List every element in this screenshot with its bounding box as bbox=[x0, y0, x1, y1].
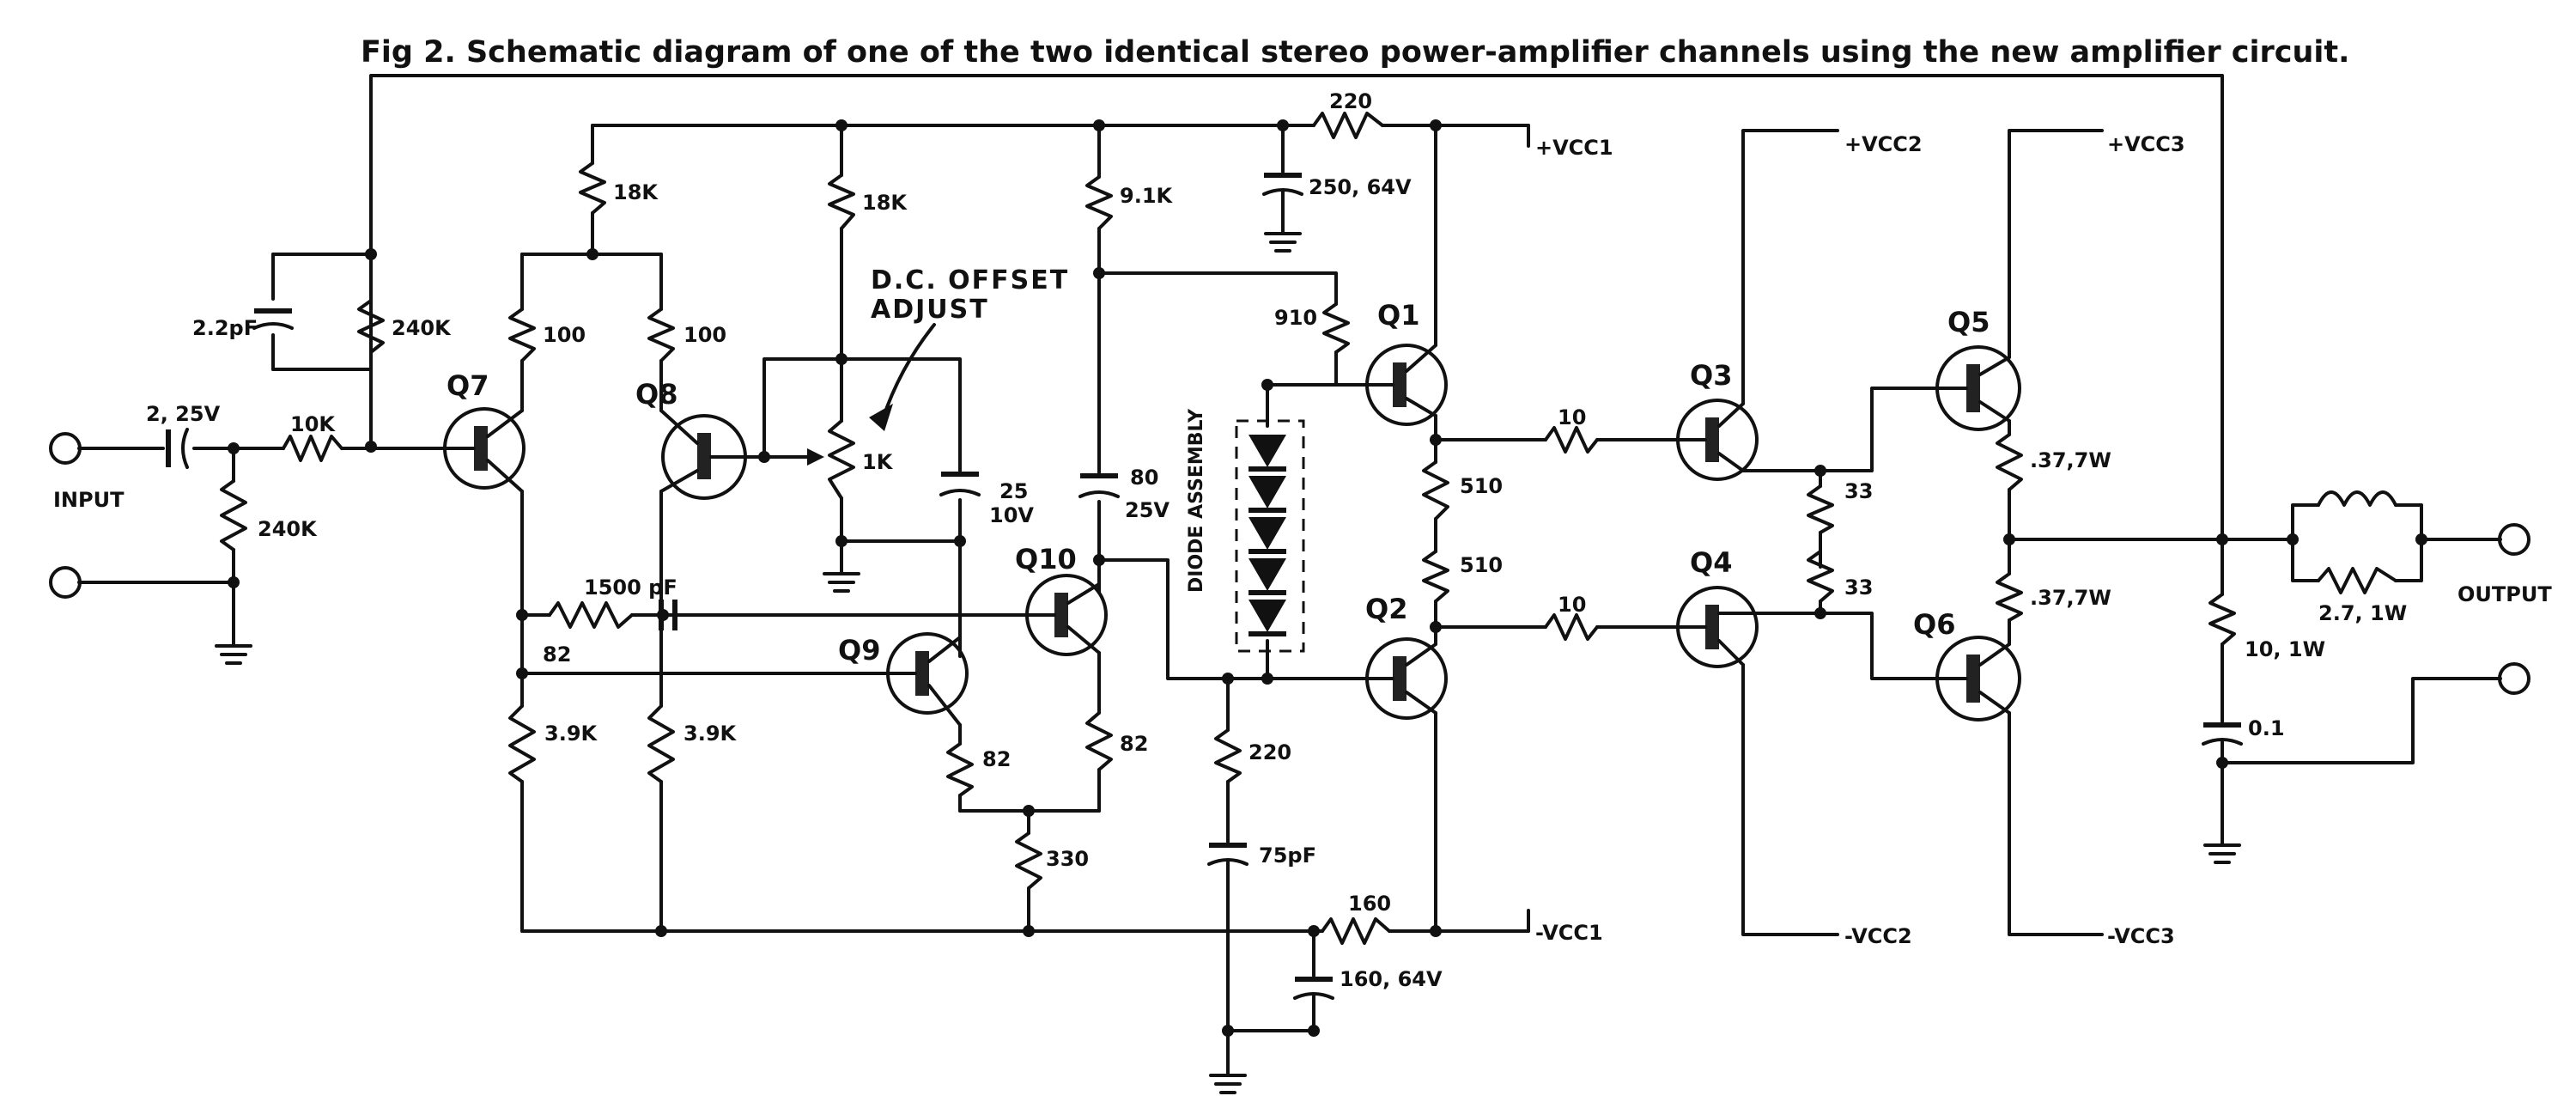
capacitors bbox=[166, 173, 2243, 1000]
resistors bbox=[220, 112, 2397, 945]
r-37-b-label: .37,7W bbox=[2030, 586, 2111, 610]
output-terminal-ground bbox=[2498, 662, 2530, 695]
r-q8-emit-label: 100 bbox=[683, 323, 726, 347]
q3-label: Q3 bbox=[1690, 359, 1732, 392]
transistor-q6 bbox=[1935, 636, 2021, 722]
q9-label: Q9 bbox=[838, 634, 880, 667]
transistor-q3 bbox=[1676, 399, 1759, 481]
r-10-1w-label: 10, 1W bbox=[2245, 637, 2325, 661]
rail-vcc1-pos: +VCC1 bbox=[1535, 136, 1613, 160]
r-input-label: 10K bbox=[290, 412, 336, 436]
q5-label: Q5 bbox=[1947, 306, 1990, 338]
c-01-label: 0.1 bbox=[2248, 716, 2285, 740]
r-910-label: 910 bbox=[1274, 306, 1317, 330]
transistor-q2 bbox=[1365, 637, 1448, 720]
c-80-v-label: 25V bbox=[1125, 498, 1170, 522]
transistor-q9 bbox=[886, 632, 969, 727]
q7-label: Q7 bbox=[447, 369, 489, 402]
q4-label: Q4 bbox=[1690, 546, 1732, 579]
transistors bbox=[443, 344, 2021, 727]
r-pot-label: 1K bbox=[862, 450, 894, 474]
c-feedback-label: 2.2pF bbox=[192, 316, 258, 340]
rail-vcc2-neg: -VCC2 bbox=[1844, 924, 1912, 948]
transistor-q1 bbox=[1365, 344, 1448, 426]
r-39k-b-label: 3.9K bbox=[683, 722, 738, 746]
transistor-q10 bbox=[1025, 574, 1108, 656]
r-10-b-label: 10 bbox=[1558, 593, 1586, 617]
r-33-b-label: 33 bbox=[1844, 575, 1873, 600]
c-25-v-label: 10V bbox=[989, 503, 1034, 527]
output-label: OUTPUT bbox=[2458, 582, 2552, 606]
output-terminal-hot bbox=[2498, 523, 2530, 556]
rail-vcc3-neg: -VCC3 bbox=[2107, 924, 2175, 948]
wiring bbox=[77, 74, 2502, 1070]
input-terminal-hot bbox=[49, 432, 82, 465]
r-q7-emit-label: 100 bbox=[543, 323, 586, 347]
r-pot-top-label: 18K bbox=[862, 191, 908, 215]
input-terminal-ground bbox=[49, 566, 82, 599]
labels: INPUT OUTPUT D.C. OFFSET ADJUST +VCC1 +V… bbox=[53, 89, 2552, 991]
r-91k-label: 9.1K bbox=[1120, 184, 1174, 208]
r-220-bot-label: 220 bbox=[1249, 740, 1291, 764]
rail-vcc1-neg: -VCC1 bbox=[1535, 921, 1603, 945]
offset-adjust-label-1: D.C. OFFSET bbox=[871, 265, 1069, 295]
c-160-label: 160, 64V bbox=[1340, 967, 1443, 991]
r-q7-top-label: 18K bbox=[613, 180, 659, 204]
input-label: INPUT bbox=[53, 488, 125, 512]
transistor-q4 bbox=[1676, 586, 1759, 668]
offset-adjust-label-2: ADJUST bbox=[871, 295, 989, 325]
r-82-left-label: 82 bbox=[543, 642, 571, 667]
r-160-label: 160 bbox=[1348, 892, 1391, 916]
r-33-a-label: 33 bbox=[1844, 479, 1873, 503]
transistor-q7 bbox=[443, 407, 526, 493]
r-10-a-label: 10 bbox=[1558, 405, 1586, 429]
r-27-label: 2.7, 1W bbox=[2318, 601, 2407, 625]
diode-assembly: DIODE ASSEMBLY bbox=[1186, 408, 1305, 653]
r-1500-label: 1500 pF bbox=[584, 575, 677, 600]
r-220-top-label: 220 bbox=[1329, 89, 1372, 113]
r-input-shunt-label: 240K bbox=[258, 517, 318, 541]
figure-title: Fig 2. Schematic diagram of one of the t… bbox=[361, 35, 2349, 70]
rail-vcc3-pos: +VCC3 bbox=[2107, 132, 2185, 156]
r-510-b-label: 510 bbox=[1460, 553, 1503, 577]
q8-label: Q8 bbox=[635, 378, 677, 411]
ground-symbols bbox=[215, 225, 2241, 1094]
c-250-label: 250, 64V bbox=[1309, 175, 1412, 199]
output-inductor bbox=[2317, 490, 2397, 507]
r-330-label: 330 bbox=[1046, 847, 1089, 871]
r-510-a-label: 510 bbox=[1460, 474, 1503, 498]
r-feedback-label: 240K bbox=[392, 316, 452, 340]
junction-dots bbox=[228, 119, 2427, 1037]
r-39k-a-label: 3.9K bbox=[544, 722, 598, 746]
q1-label: Q1 bbox=[1377, 299, 1419, 332]
c-25-label: 25 bbox=[999, 479, 1028, 503]
terminals bbox=[49, 432, 2530, 695]
c-75-label: 75pF bbox=[1259, 843, 1316, 868]
transistor-q8 bbox=[659, 409, 766, 500]
q2-label: Q2 bbox=[1365, 593, 1407, 625]
transistor-q5 bbox=[1935, 345, 2021, 431]
q10-label: Q10 bbox=[1015, 543, 1077, 575]
r-37-a-label: .37,7W bbox=[2030, 448, 2111, 472]
q6-label: Q6 bbox=[1913, 608, 1955, 641]
offset-adjust-arrow bbox=[869, 323, 936, 431]
c-80-label: 80 bbox=[1130, 466, 1158, 490]
rail-vcc2-pos: +VCC2 bbox=[1844, 132, 1923, 156]
r-82-q9-label: 82 bbox=[982, 747, 1011, 771]
c-input-label: 2, 25V bbox=[146, 402, 221, 426]
r-82-q10-label: 82 bbox=[1120, 732, 1148, 756]
diode-assembly-label: DIODE ASSEMBLY bbox=[1186, 408, 1207, 593]
